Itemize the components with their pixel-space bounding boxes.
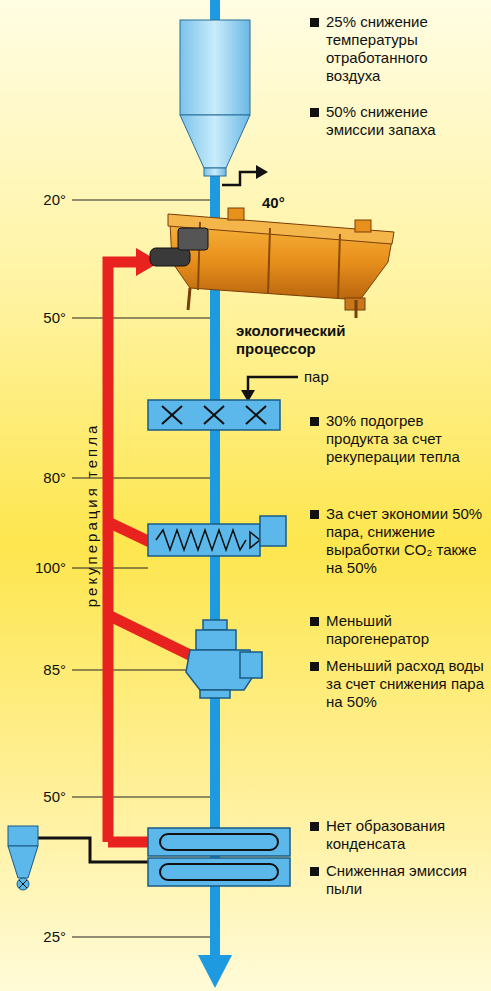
flow-arrow (198, 955, 232, 988)
flow-label: рекуперация тепла (83, 423, 101, 608)
bullet-squares (310, 18, 319, 876)
note-text: Нет образования конденсата (326, 817, 486, 853)
temperature-value: 100° (14, 559, 66, 577)
steam-arrow (241, 377, 298, 402)
steam-conditioner (148, 400, 280, 430)
pellet-mill (186, 620, 262, 698)
temperature-value: 85° (14, 661, 66, 679)
temperature-lines (72, 200, 212, 937)
temperature-value: 20° (14, 191, 66, 209)
note-text: Сниженная эмиссия пыли (326, 862, 486, 898)
steam-label: пар (304, 368, 344, 386)
note-text: 25% снижение температуры отработанного в… (326, 13, 486, 85)
dust-cyclone (8, 826, 150, 890)
note-text: 30% подогрев продукта за счет рекупераци… (326, 412, 486, 466)
exhaust-cyclone (180, 20, 250, 176)
exhaust-arrow (222, 165, 268, 185)
temperature-value: 50° (14, 309, 66, 327)
temperature-value: 50° (14, 788, 66, 806)
cooler (148, 828, 290, 886)
screw-conveyor (148, 516, 286, 556)
note-text: Меньший парогенератор (326, 612, 486, 648)
note-text: За счет экономии 50% пара, снижение выра… (326, 505, 486, 577)
temperature-value: 25° (14, 928, 66, 946)
note-text: Меньший расход воды за счет снижения пар… (326, 657, 486, 711)
temperature-value: 40° (262, 194, 302, 212)
temperature-value: 80° (14, 469, 66, 487)
machine-name: экологический процессор (236, 322, 366, 358)
eco-processor (150, 208, 394, 318)
note-text: 50% снижение эмиссии запаха (326, 103, 486, 139)
